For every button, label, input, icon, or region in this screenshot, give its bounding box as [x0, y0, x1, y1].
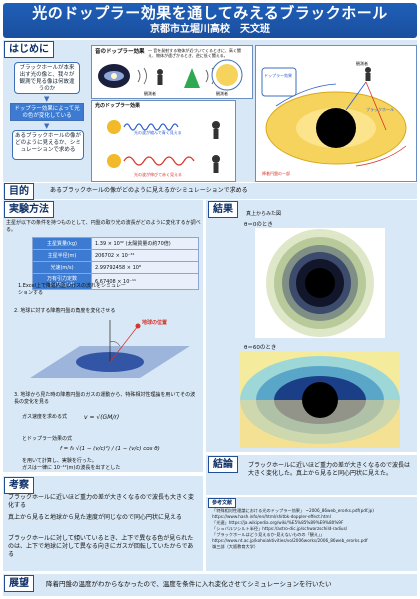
bh-label: ブラックホール [366, 107, 394, 112]
sound-doppler-note: ― 音を発射する物体が近づいてくるときに、高く聞え、物体が遠ざかるとき、逆に低く… [148, 48, 241, 58]
arrow-down-icon: ▼ [44, 122, 50, 130]
poster-subtitle: 京都市立堀川高校 天文班 [150, 24, 270, 35]
purpose-section [3, 183, 417, 199]
reference-item: https://www.hash.info/en/html/shitbk-dop… [212, 514, 331, 519]
discussion-point-3: ブラックホールに対して傾いているとき、上下で異なる色が見られたのは、上下で地球に… [8, 535, 194, 558]
theta60-label: θ＝60のとき [244, 345, 277, 351]
intro-goal-box: あるブラックホールの像がどのように見えるか、シミュレーションで求める [12, 130, 84, 160]
reference-item: 嶺三部（大阪教育大学） [212, 544, 259, 549]
conclusion-heading: 結論 [208, 456, 238, 473]
reference-item: 「光速」https://ja.wikipedia.org/wiki/%E5%85… [212, 520, 344, 525]
discussion-point-1: ブラックホールに近いほど重力の差が大きくなるので波長も大きく変化する [8, 494, 195, 509]
parameter-table: 主星質量(kg)1.39 × 10³² (太陽質量の約70倍) 主星半径(m)2… [32, 237, 199, 290]
poster-title: 光のドップラー効果を通してみえるブラックホール [32, 4, 388, 22]
bh-observer-label: 観測者 [356, 61, 368, 66]
doppler-formula-label: とドップラー効果の式 [22, 436, 73, 442]
reference-item: 「特殊相対性理論における光のドップラー効果」 ~2006_86web_erork… [212, 508, 374, 513]
observer-label: 観測者 [144, 91, 156, 96]
results-heading: 結果 [208, 201, 238, 218]
outlook-section [3, 574, 417, 596]
purpose-text: あるブラックホールの像がどのように見えるかシミュレーションで求める [50, 187, 248, 194]
disk-part-label: 降着円盤の一部 [262, 171, 290, 176]
table-row: 万有引力定数(m³/kg/s²)6.67408 × 10⁻¹¹ [32, 273, 199, 290]
wavelength-note: ガスは一律に 10⁻¹²(m)の波長を出すとした [22, 465, 121, 471]
arrow-down-icon: ▼ [44, 95, 50, 103]
method-step1: 1.Excel上で降着円盤のガスの流れをシミュレーションする [18, 283, 126, 296]
discussion-section [3, 476, 203, 571]
result-image-theta60 [240, 352, 400, 448]
conclusion-text: ブラックホールに近いほど重力の差が大きくなるので波長は大きく変化した。真上から見… [248, 462, 411, 477]
outlook-text: 降着円盤の温度がわからなかったので、温度を条件に入れ変化させてシミュレーションを… [46, 580, 332, 588]
observer-label: 観測者 [216, 91, 228, 96]
bh-doppler-label: ドップラー効果 [264, 73, 292, 78]
top-view-label: 真上からみた図 [246, 211, 282, 217]
sound-doppler-illustration [98, 64, 232, 88]
reference-item: 「シュバルツシルト半径」https://astro-dic.jp/schwarz… [212, 526, 348, 531]
theta0-label: θ＝0のとき [244, 222, 273, 228]
blackhole-disk-illustration [261, 67, 407, 167]
purpose-heading: 目的 [4, 183, 34, 200]
intro-question-box: ブラックホールが本来出す光の像と、我々が観測で見る像は何故違うのか [14, 62, 80, 94]
intro-heading: はじめに [4, 41, 54, 58]
table-row: 主星半径(m)206702 × 10⁻³¹ [32, 249, 199, 262]
disk-angle-illustration [30, 320, 190, 378]
method-step2: 2. 地球に対する降着円盤の角度を変化させる [14, 308, 116, 314]
method-intro: 主星が以下の条件を持つものとして、円盤の取り光の波長がどのように変化するか調べる… [6, 220, 201, 233]
discussion-point-2: 真上から見ると地球から見た速度が同じなので同心円状に見える [8, 514, 182, 521]
result-image-theta0 [255, 228, 385, 338]
bh-note-illustration [211, 59, 243, 91]
formula-note: を用いて計算し、実験を行った。 [22, 458, 97, 464]
blackhole-diagram-panel: 観測者 ドップラー効果 ブラックホール 降着円盤の一部 [255, 45, 417, 182]
method-step3: 3. 地球から見た時の降着円盤のガスの運動から、特殊相対性理論を用いてその波長の… [14, 392, 196, 405]
reference-item: 「ブラックホールはどう見えるか-見えないものの「観え」」 https://www… [212, 532, 368, 543]
references-section [206, 497, 417, 571]
references-heading: 参考文献 [208, 498, 237, 508]
light-doppler-panel: 光のドップラー効果 光の波が縮んで青く見える 光の波が伸びて赤く見える [91, 100, 236, 182]
table-row: 主星質量(kg)1.39 × 10³² (太陽質量の約70倍) [32, 237, 199, 250]
sound-doppler-title: 音のドップラー効果 [95, 49, 145, 55]
blue-shift-label: 光の波が縮んで青く見える [134, 130, 182, 135]
light-doppler-illustration [107, 120, 220, 173]
outlook-heading: 展望 [4, 575, 34, 592]
title-banner: 光のドップラー効果を通してみえるブラックホール 京都市立堀川高校 天文班 [3, 3, 417, 38]
references-list: 「特殊相対性理論における光のドップラー効果」 ~2006_86web_erork… [212, 508, 412, 550]
discussion-heading: 考察 [4, 477, 34, 494]
light-doppler-title: 光のドップラー効果 [95, 103, 141, 109]
conclusion-section [206, 455, 417, 495]
red-shift-label: 光の波が伸びて赤く見える [134, 172, 182, 177]
table-row: 光速(m/s)2.99792458 × 10⁸ [32, 261, 199, 274]
earth-position-label: 地球の位置 [142, 320, 168, 326]
gas-speed-label: ガス速度を求める式 [22, 414, 68, 420]
intro-doppler-box: ドップラー効果によって光の色が変化している [10, 103, 84, 121]
doppler-formula: f = f₀ √(1 − (v/c)²) / (1 − (v/c) cos θ) [60, 446, 160, 452]
velocity-formula: v = √(GM/r) [84, 414, 120, 421]
method-heading: 実験方法 [4, 201, 54, 218]
